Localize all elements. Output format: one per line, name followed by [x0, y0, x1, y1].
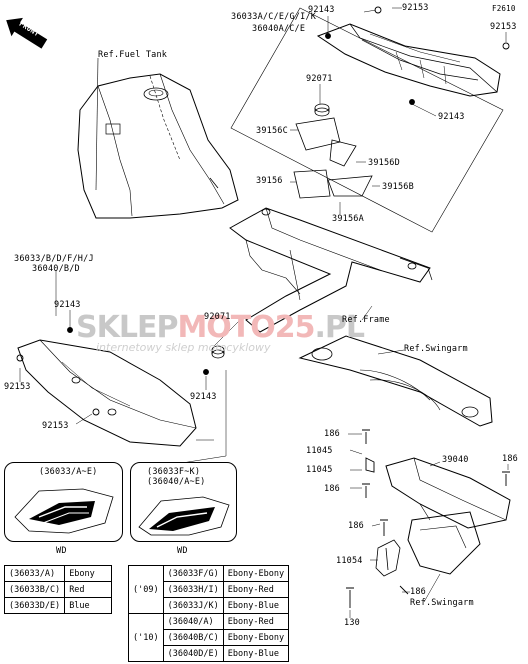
side-cover-decal-right	[138, 496, 230, 536]
table-row: (36033/A)Ebony	[3, 565, 113, 582]
knee-pad-stickers	[293, 117, 373, 199]
figure-code: F2610	[492, 4, 516, 13]
callout-92153-left: 92153	[4, 382, 31, 392]
watermark-brand: SKLEPMOTO25.PL	[76, 310, 365, 345]
table-row: (36033B/C)Red	[3, 581, 113, 598]
color-cell: Ebony-Blue	[222, 645, 290, 662]
inset-right-title-2: (36040/A~E)	[147, 477, 206, 487]
table-row: (36033H/I) Ebony-Red	[129, 581, 290, 598]
table-row: (36040B/C) Ebony-Ebony	[129, 629, 290, 646]
rubber-damper-mid	[211, 345, 225, 359]
color-cell: Ebony-Ebony	[222, 565, 290, 582]
color-cell: Red	[64, 581, 113, 598]
watermark-brand-d: .PL	[314, 310, 365, 345]
callout-186-d: 186	[410, 587, 426, 597]
seat-cowl-group-outline	[230, 7, 504, 233]
year-cell: ('09)	[128, 565, 164, 614]
callout-39156d: 39156D	[368, 158, 400, 168]
inset-left-title: (36033/A~E)	[39, 467, 98, 477]
side-cover-left	[17, 339, 197, 447]
callout-130: 130	[344, 618, 360, 628]
swingarm-upper	[298, 335, 493, 427]
code-cell: (36040D/E)	[162, 645, 224, 662]
callout-11045-b: 11045	[306, 465, 333, 475]
watermark-tagline: internetowy sklep motocyklowy	[96, 341, 271, 354]
ref-frame: Ref.Frame	[342, 315, 390, 325]
ref-swingarm-bottom: Ref.Swingarm	[410, 598, 474, 608]
callout-39156a: 39156A	[332, 214, 364, 224]
callout-39156: 39156	[256, 176, 283, 186]
table-row: ('10) (36040/A) Ebony-Red	[128, 613, 290, 662]
callout-36033bdfhj: 36033/B/D/F/H/J	[14, 254, 94, 264]
color-table-right: ('09) (36033F/G) Ebony-Ebony (36033H/I) …	[128, 565, 290, 662]
inset-left: (36033/A~E)	[4, 462, 123, 542]
swingarm-lower	[407, 511, 481, 575]
callout-92143-left: 92143	[54, 300, 81, 310]
inset-left-caption: WD	[56, 546, 67, 556]
callout-36040ace: 36040A/C/E	[252, 24, 306, 34]
callout-36040bd: 36040/B/D	[32, 264, 80, 274]
color-cell: Ebony-Ebony	[222, 629, 290, 646]
ref-fuel-tank: Ref.Fuel Tank	[98, 50, 168, 60]
callout-186-a: 186	[324, 429, 340, 439]
callout-92143-mid: 92143	[190, 392, 217, 402]
callout-186-b: 186	[324, 484, 340, 494]
callout-92143-top: 92143	[308, 5, 335, 15]
front-arrow-icon	[6, 17, 48, 49]
callout-39156c: 39156C	[256, 126, 288, 136]
color-cell: Ebony	[64, 565, 113, 582]
code-cell: (36033B/C)	[3, 581, 66, 598]
year-cell: ('10)	[128, 613, 164, 662]
code-cell: (36033D/E)	[3, 597, 66, 614]
inset-right-title-1: (36033F~K)	[147, 467, 201, 477]
chain-guard	[385, 457, 511, 529]
callout-92153-top: 92153	[402, 3, 429, 13]
callout-36033ack: 36033A/C/E/G/I/K	[231, 12, 317, 22]
bracket	[375, 539, 401, 577]
watermark-brand-c: 25	[274, 310, 316, 345]
code-cell: (36033J/K)	[162, 597, 224, 614]
rear-frame	[229, 207, 433, 333]
callout-11045-a: 11045	[306, 446, 333, 456]
inset-right-caption: WD	[177, 546, 188, 556]
color-cell: Ebony-Red	[222, 581, 290, 598]
callout-92153-right: 92153	[490, 22, 517, 32]
color-table-left: (36033/A)Ebony (36033B/C)Red (36033D/E)B…	[3, 565, 113, 614]
callout-92071-mid: 92071	[204, 312, 231, 322]
upper-seat-cowl	[316, 23, 501, 97]
ref-swingarm-top: Ref.Swingarm	[404, 344, 468, 354]
inset-right: (36033F~K) (36040/A~E)	[130, 462, 237, 542]
callout-92071-top: 92071	[306, 74, 333, 84]
bolt-icons	[16, 6, 510, 608]
table-row: (36033J/K) Ebony-Blue	[129, 597, 290, 614]
rubber-damper-top	[314, 103, 330, 117]
table-row: (36040D/E) Ebony-Blue	[129, 645, 290, 662]
callout-11054: 11054	[336, 556, 363, 566]
code-cell: (36033H/I)	[162, 581, 224, 598]
side-cover-decal-left	[14, 488, 114, 534]
callout-39040: 39040	[442, 455, 469, 465]
callout-92143-right: 92143	[438, 112, 465, 122]
watermark-brand-a: SKLEP	[76, 310, 178, 345]
code-cell: (36040B/C)	[162, 629, 224, 646]
color-cell: Ebony-Red	[222, 613, 290, 630]
code-cell: (36040/A)	[162, 613, 224, 630]
callout-186-c: 186	[348, 521, 364, 531]
callout-39156b: 39156B	[382, 182, 414, 192]
callout-186-right: 186	[502, 454, 518, 464]
table-row: (36033D/E)Blue	[3, 597, 113, 614]
callout-92153-bottom: 92153	[42, 421, 69, 431]
table-row: ('09) (36033F/G) Ebony-Ebony	[128, 565, 290, 614]
color-cell: Ebony-Blue	[222, 597, 290, 614]
code-cell: (36033F/G)	[162, 565, 224, 582]
code-cell: (36033/A)	[3, 565, 66, 582]
fuel-tank	[77, 73, 239, 219]
watermark-brand-b: MOTO	[177, 310, 275, 345]
color-cell: Blue	[64, 597, 113, 614]
